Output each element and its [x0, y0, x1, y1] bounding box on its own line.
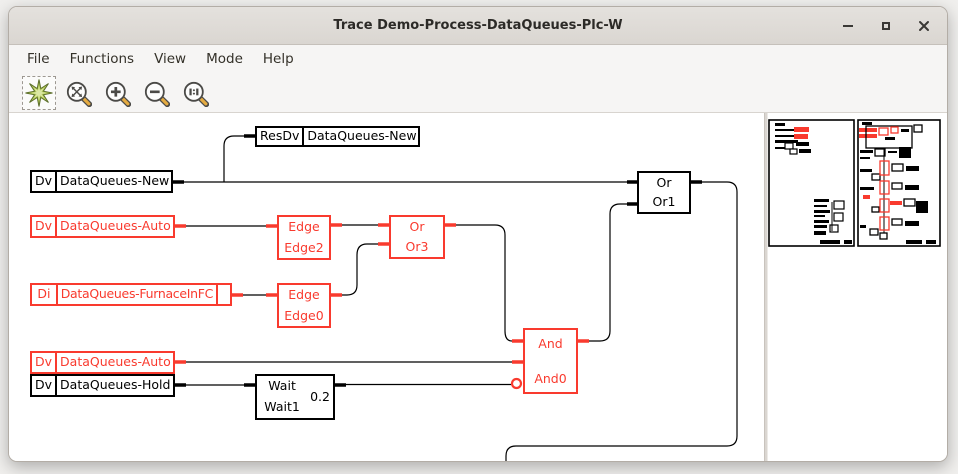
minimize-button[interactable]	[841, 19, 855, 33]
menu-functions[interactable]: Functions	[69, 51, 135, 67]
block-name-cell: DataQueues-New	[55, 172, 172, 191]
window-title: Trace Demo-Process-DataQueues-Plc-W	[333, 18, 623, 33]
zoom-fit-icon	[66, 81, 92, 107]
block-function-label: Edge	[288, 219, 320, 234]
block-name-cell: DataQueues-Hold	[55, 376, 173, 395]
star-icon	[25, 79, 53, 107]
inverted-input-bubble	[510, 377, 523, 390]
app-window: Trace Demo-Process-DataQueues-Plc-W File…	[8, 6, 948, 462]
zoom-in-tool-button[interactable]	[100, 76, 134, 110]
zoom-fit-tool-button[interactable]	[61, 76, 95, 110]
diagram-canvas[interactable]: ResDv DataQueues-New Dv DataQueues-New D…	[9, 112, 947, 461]
block-function-label: And	[538, 336, 563, 351]
minimap-left-page	[775, 123, 852, 244]
maximize-icon	[882, 21, 890, 30]
block-edge0[interactable]: Edge Edge0	[277, 283, 331, 328]
block-di-dataqueues-furnaceinfc[interactable]: Di DataQueues-FurnaceInFC	[30, 283, 232, 306]
toolbar	[9, 73, 947, 113]
menu-mode[interactable]: Mode	[206, 51, 243, 67]
menu-file[interactable]: File	[27, 51, 50, 67]
close-icon	[919, 20, 929, 31]
block-function-label: Wait	[268, 378, 296, 394]
block-type-cell: Di	[37, 286, 51, 302]
block-dv-dataqueues-auto-2[interactable]: Dv DataQueues-Auto	[30, 351, 175, 374]
block-wait1[interactable]: Wait Wait1 0.2	[255, 374, 335, 420]
block-instance-label: Edge0	[284, 307, 324, 323]
block-dv-dataqueues-hold[interactable]: Dv DataQueues-Hold	[30, 374, 175, 397]
block-instance-label: Edge2	[284, 239, 324, 255]
block-dv-dataqueues-new[interactable]: Dv DataQueues-New	[30, 170, 173, 193]
block-function-label: Or	[409, 218, 425, 234]
block-name-cell: DataQueues-New	[302, 128, 419, 145]
zoom-out-tool-button[interactable]	[139, 76, 173, 110]
select-star-tool-button[interactable]	[22, 76, 56, 110]
block-type-cell: ResDv	[260, 128, 300, 144]
zoom-in-icon	[105, 81, 131, 107]
block-or3[interactable]: Or Or3	[389, 215, 445, 259]
block-function-label: Or	[656, 174, 672, 190]
block-instance-label: Wait1	[264, 399, 300, 415]
block-extra-cell	[216, 285, 230, 304]
block-and0[interactable]: And And0	[523, 328, 578, 394]
block-resdv-dataqueues-new[interactable]: ResDv DataQueues-New	[255, 126, 420, 147]
minimap-right-page	[859, 122, 936, 244]
block-instance-label: Or3	[405, 238, 429, 254]
block-type-cell: Dv	[35, 218, 53, 234]
zoom-actual-size-tool-button[interactable]	[178, 76, 212, 110]
block-instance-label: And0	[534, 370, 567, 386]
block-value-cell: 0.2	[310, 388, 330, 404]
block-dv-dataqueues-auto-1[interactable]: Dv DataQueues-Auto	[30, 215, 175, 238]
minimap[interactable]	[768, 119, 941, 247]
block-instance-label: Or1	[652, 194, 676, 209]
block-type-cell: Dv	[35, 377, 53, 393]
menu-view[interactable]: View	[154, 51, 187, 67]
close-button[interactable]	[917, 19, 931, 33]
block-name-cell: DataQueues-Auto	[55, 353, 174, 372]
block-name-cell: DataQueues-FurnaceInFC	[55, 285, 216, 304]
title-bar[interactable]: Trace Demo-Process-DataQueues-Plc-W	[9, 7, 947, 45]
block-type-cell: Dv	[35, 173, 53, 189]
menu-help[interactable]: Help	[262, 51, 294, 67]
minimize-icon	[843, 24, 853, 27]
maximize-button[interactable]	[879, 19, 893, 33]
block-function-label: Edge	[288, 287, 320, 302]
canvas-splitter[interactable]	[764, 113, 768, 461]
zoom-out-icon	[144, 81, 170, 107]
block-or1[interactable]: Or Or1	[637, 171, 691, 214]
block-name-cell: DataQueues-Auto	[55, 217, 174, 236]
menu-bar: File Functions View Mode Help	[9, 45, 947, 73]
window-controls	[841, 7, 931, 44]
block-label-cell: Wait Wait1	[257, 376, 307, 418]
zoom-one-to-one-icon	[183, 81, 209, 107]
block-type-cell: Dv	[35, 354, 53, 370]
block-edge2[interactable]: Edge Edge2	[277, 215, 331, 260]
